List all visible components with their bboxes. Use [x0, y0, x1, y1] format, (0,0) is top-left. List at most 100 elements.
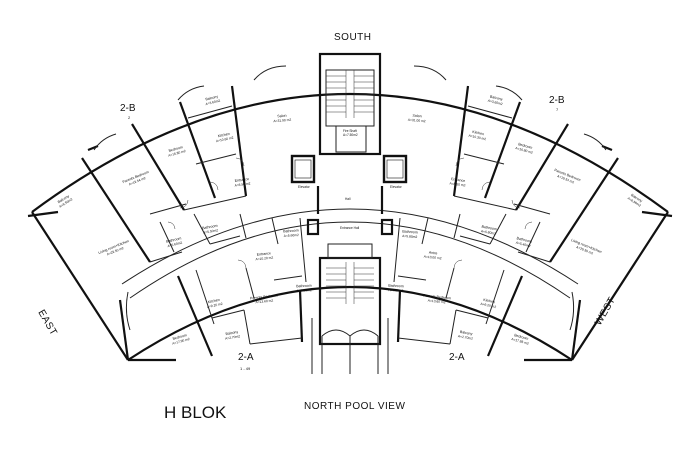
room-name: Balcony: [57, 194, 70, 204]
room-area: A=3.60m2: [487, 99, 503, 107]
room-name: Bathroom: [166, 236, 182, 244]
room-name: Entrance: [234, 177, 249, 183]
room-area: A=5.60m2: [167, 241, 183, 249]
room-area: A=29.50 m2: [106, 246, 124, 256]
room-name: Balcony: [205, 94, 219, 101]
room-name: Salon: [412, 114, 422, 119]
unit-2b-right-label: 2-B: [549, 95, 565, 106]
room-name: Bedroom: [518, 142, 533, 150]
right-wing-walls: [393, 85, 619, 362]
room-area: A=8.50 m2: [449, 181, 466, 187]
room-name: Bathroom: [296, 284, 312, 289]
unit-2a-left-label: 2-A: [238, 352, 254, 363]
room-name: Balcony: [630, 193, 643, 203]
room-area: A=5.50m2: [203, 228, 219, 235]
room-area: A=6.56m2: [627, 196, 642, 207]
room-area: A=2.70m2: [458, 334, 474, 341]
room-area: A=10.20 m2: [255, 256, 273, 262]
hall-label: Hall: [345, 197, 351, 201]
room-name: Bathroom: [283, 228, 299, 233]
room-name: Kitchen: [483, 298, 496, 304]
room-name: Bathroom: [202, 224, 218, 231]
room-area: A=9.20 m2: [206, 302, 223, 309]
room-name: Bedroom: [168, 145, 183, 153]
room-name: Entrance: [451, 177, 466, 183]
room-name: Parents Bedroom: [250, 294, 278, 301]
room-name: Bedroom: [172, 333, 187, 341]
room-area: A=17.85 m2: [511, 337, 529, 346]
room-area: A=4.00m2: [297, 288, 312, 293]
entrance-hall-label: Entrance Hall: [340, 226, 359, 230]
south-label: SOUTH: [334, 32, 372, 43]
left-wing-walls: [81, 85, 307, 362]
room-area: A=3.60m2: [205, 99, 221, 107]
north-pool-view-label: NORTH POOL VIEW: [304, 401, 405, 412]
room-area: A=10.60 m2: [216, 136, 234, 144]
elevator-left-label: Elevator: [298, 185, 311, 189]
unit-2b-left-sub: 2: [128, 115, 131, 120]
room-name: Entrance: [257, 251, 272, 256]
unit-2b-right-sub: 7: [556, 107, 559, 112]
block-title: H BLOK: [164, 403, 227, 422]
elevator-right-label: Elevator: [390, 185, 403, 189]
room-area: A=16.80 m2: [515, 146, 533, 155]
room-name: Balcony: [460, 330, 473, 336]
door-swings: [167, 157, 533, 269]
west-label: WEST: [593, 295, 618, 327]
room-name: Balcony: [490, 95, 504, 102]
room-area: A=9.20 m2: [480, 302, 497, 309]
room-area: A=13.60 m2: [255, 299, 273, 305]
unit-2a-right-label: 2-A: [449, 352, 465, 363]
room-name: Kitchen: [208, 298, 221, 304]
room-area: A=31.90 m2: [273, 118, 291, 124]
room-area: A=5.40m2: [515, 241, 531, 249]
balcony-curves: [93, 65, 607, 331]
room-area: A=4.00m2: [388, 288, 403, 293]
fire-shaft-label: Fire Shaft: [343, 129, 357, 133]
fire-shaft-area: A=7.50m2: [343, 133, 358, 137]
room-area: A=19.54 m2: [557, 174, 575, 184]
room-area: A=17.90 m2: [172, 337, 190, 346]
room-area: A=29.50 m2: [576, 245, 594, 255]
room-area: A=19.54 m2: [128, 176, 146, 186]
room-area: A=6.56m2: [58, 197, 73, 208]
room-name: Bathroom: [516, 236, 532, 244]
room-name: Bathroom: [402, 229, 418, 234]
room-name: Kitchen: [472, 130, 485, 136]
room-area: A=8.50 m2: [234, 181, 251, 187]
central-core: [290, 52, 408, 374]
east-label: EAST: [35, 308, 59, 338]
unit-2a-left-sub: 1 - 49: [240, 366, 251, 371]
room-area: A=5.60m2: [284, 233, 300, 238]
room-name: Kitchen: [218, 132, 231, 138]
